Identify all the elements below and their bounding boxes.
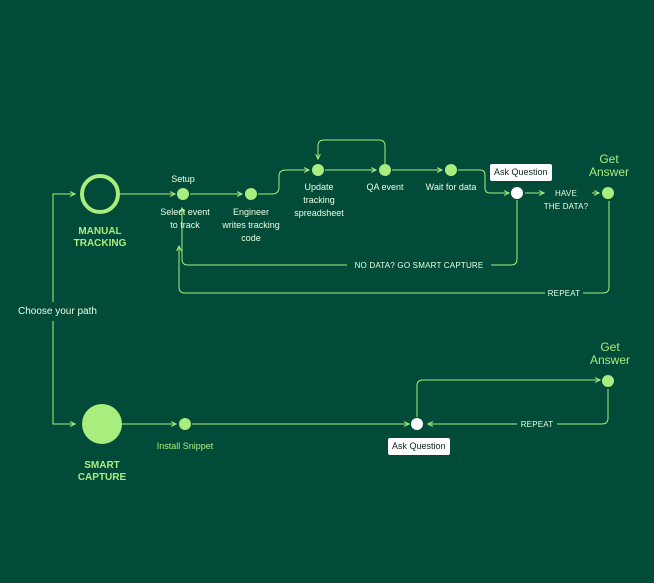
install-node <box>179 418 191 430</box>
select-line2: to track <box>170 220 200 230</box>
ask-to-answer <box>416 380 600 417</box>
select-event-label: Select event to track <box>153 206 217 232</box>
wait-to-ask <box>458 169 509 193</box>
setup-node <box>177 188 189 200</box>
update-spreadsheet-label: Update tracking spreadsheet <box>286 181 352 220</box>
no-data-loop <box>491 200 518 266</box>
manual-title-line2: TRACKING <box>73 238 127 249</box>
qa-node <box>379 164 391 176</box>
no-data-label: NO DATA? GO SMART CAPTURE <box>354 261 484 270</box>
smart-answer-node <box>602 375 614 387</box>
setup-label: Setup <box>171 174 195 184</box>
manual-tracking-title: MANUAL TRACKING <box>70 226 130 250</box>
engineer-line1: Engineer <box>232 207 270 217</box>
wait-node <box>445 164 457 176</box>
smart-capture-title: SMART CAPTURE <box>70 460 134 484</box>
trunk-up <box>52 194 75 302</box>
wait-for-data-label: Wait for data <box>425 182 477 192</box>
smart-get-line1: Get <box>600 340 620 354</box>
smart-get-answer-label: Get Answer <box>586 341 634 367</box>
smart-title-line2: CAPTURE <box>77 472 127 483</box>
update-node <box>312 164 324 176</box>
answer-node <box>602 187 614 199</box>
smart-repeat-right <box>557 389 609 425</box>
ask-decision-node <box>511 187 523 199</box>
manual-repeat-label: REPEAT <box>547 289 581 298</box>
engineer-line2: writes tracking <box>222 220 280 230</box>
get-line1: Get <box>599 152 619 166</box>
qa-event-label: QA event <box>366 182 404 192</box>
install-snippet-label: Install Snippet <box>156 441 214 451</box>
select-line1: Select event <box>160 207 210 217</box>
repeat-loop-right <box>583 201 610 294</box>
manual-title-line1: MANUAL <box>78 226 122 237</box>
have-data-label: HAVE THE DATA? <box>534 187 598 213</box>
smart-repeat-label: REPEAT <box>520 420 554 429</box>
smart-title-line1: SMART <box>84 460 120 471</box>
smart-get-line2: Answer <box>589 353 630 367</box>
engineer-label: Engineer writes tracking code <box>218 206 284 245</box>
have-line1: HAVE <box>555 189 577 198</box>
trunk-down <box>52 321 75 424</box>
have-line2: THE DATA? <box>543 202 589 211</box>
engineer-line3: code <box>241 233 261 243</box>
smart-ask-question-chip: Ask Question <box>388 438 450 455</box>
manual-tracking-node <box>80 174 120 214</box>
get-answer-label: Get Answer <box>585 153 633 179</box>
choose-path-label: Choose your path <box>18 306 97 317</box>
update-line2: tracking <box>303 195 335 205</box>
qa-loop-back <box>318 139 386 164</box>
ask-question-chip: Ask Question <box>490 164 552 181</box>
no-data-loop-2 <box>182 208 347 266</box>
smart-ask-node <box>411 418 423 430</box>
engineer-to-update <box>258 170 309 195</box>
smart-capture-node <box>82 404 122 444</box>
get-line2: Answer <box>588 165 629 179</box>
update-line1: Update <box>304 182 334 192</box>
repeat-loop-left <box>179 246 545 294</box>
engineer-node <box>245 188 257 200</box>
update-line3: spreadsheet <box>294 208 344 218</box>
